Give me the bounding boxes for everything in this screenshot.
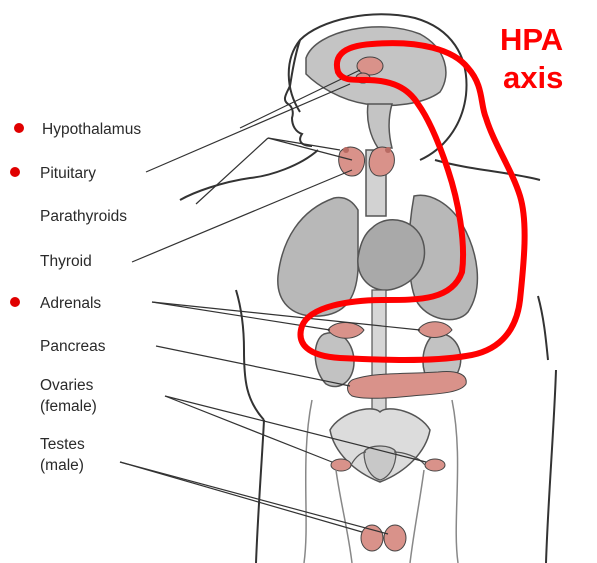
parathyroid-gland bbox=[343, 147, 349, 153]
pancreas-gland bbox=[348, 372, 467, 399]
ovaries-label: Ovaries bbox=[40, 377, 94, 394]
right-ovary bbox=[425, 459, 445, 471]
right-testis bbox=[384, 525, 406, 551]
left-leg-outer bbox=[256, 420, 264, 563]
torso-left bbox=[236, 290, 264, 420]
thyroid-label: Thyroid bbox=[40, 253, 92, 270]
parathyroid-leader-a bbox=[196, 138, 268, 204]
pancreas-label: Pancreas bbox=[40, 338, 106, 355]
testis-leader-b bbox=[120, 462, 388, 534]
hpa-title-line2: axis bbox=[503, 60, 563, 95]
adrenals-label: Adrenals bbox=[40, 295, 101, 312]
left-ovary bbox=[331, 459, 351, 471]
left-lung bbox=[278, 198, 358, 317]
testes-sublabel: (male) bbox=[40, 457, 84, 474]
left-testis bbox=[361, 525, 383, 551]
brainstem bbox=[367, 104, 392, 148]
hypothalamus-label: Hypothalamus bbox=[42, 121, 141, 138]
hpa-title-line1: HPA bbox=[500, 22, 563, 57]
testis-leader-a bbox=[120, 462, 362, 532]
pituitary-leader bbox=[146, 84, 350, 172]
parathyroid-gland bbox=[385, 147, 391, 153]
hypothalamus-marker bbox=[14, 123, 24, 133]
testes-label: Testes bbox=[40, 436, 85, 453]
parathyroid-leader-b bbox=[268, 138, 340, 150]
adrenals-marker bbox=[10, 297, 20, 307]
hypothalamus-gland bbox=[357, 57, 383, 75]
parathyroids-label: Parathyroids bbox=[40, 208, 127, 225]
ovary-leader-a bbox=[165, 396, 332, 462]
pituitary-label: Pituitary bbox=[40, 165, 96, 182]
right-leg-outer bbox=[546, 370, 556, 563]
torso-right bbox=[538, 296, 548, 360]
ovaries-sublabel: (female) bbox=[40, 398, 97, 415]
pituitary-marker bbox=[10, 167, 20, 177]
